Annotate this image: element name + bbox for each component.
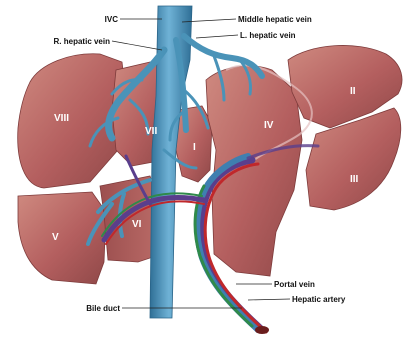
segment-v-shape [18, 192, 106, 284]
r-hepatic-vein-leader [112, 41, 162, 50]
middle-hepatic-vein-label: Middle hepatic vein [238, 15, 312, 24]
liver-segments [18, 45, 402, 284]
segment-viii-label: VIII [54, 113, 69, 124]
ivc-label: IVC [105, 15, 119, 24]
segment-iv-label: IV [264, 120, 274, 131]
l-hepatic-vein-label: L. hepatic vein [240, 31, 296, 40]
hepatic-artery-label: Hepatic artery [292, 295, 346, 304]
segment-vi-label: VI [132, 219, 142, 230]
portal-vein-label: Portal vein [274, 280, 315, 289]
segment-vii-label: VII [145, 126, 157, 137]
hepatic-artery-leader [248, 299, 290, 300]
segment-i-label: I [193, 142, 196, 153]
vessel-cut-end [255, 326, 269, 334]
bile-duct-label: Bile duct [86, 304, 120, 313]
r-hepatic-vein-label: R. hepatic vein [54, 37, 111, 46]
segment-v-label: V [52, 232, 59, 243]
segment-ii-label: II [350, 86, 356, 97]
l-hepatic-vein-leader [196, 35, 238, 38]
segment-iii-label: III [350, 174, 359, 185]
